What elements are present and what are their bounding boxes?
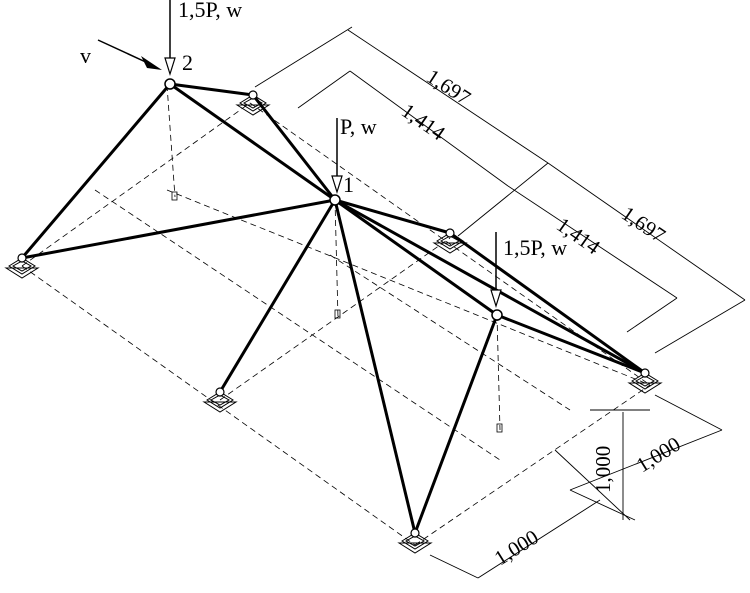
dim-line: [349, 70, 509, 187]
dim-line: [507, 185, 678, 299]
member-2-1: [168, 82, 337, 202]
dim-label-bottom-right: 1,000: [632, 432, 685, 477]
support-pin: [432, 232, 468, 254]
dim-ext-line: [429, 554, 479, 579]
member-3-f: [495, 313, 647, 375]
member-3-d: [413, 313, 499, 535]
dim-ext-line: [297, 70, 351, 109]
arrowhead: [164, 57, 176, 77]
support-pin: [202, 391, 238, 413]
dim-label-height: 1,000: [591, 446, 615, 493]
load-label-node-1: P, w: [340, 114, 377, 139]
support-pin: [627, 372, 663, 394]
dim-line: [569, 429, 723, 491]
joint-node-1: [329, 194, 341, 206]
support-pin: [235, 94, 271, 116]
joints: [17, 78, 650, 538]
arrowhead: [490, 289, 502, 309]
load-label-horizontal: v: [80, 43, 91, 68]
plumb-line: [496, 314, 501, 431]
joint: [445, 228, 455, 238]
dim-line: [547, 162, 746, 301]
arrowhead: [331, 175, 343, 195]
dim-ext-line: [457, 162, 549, 237]
member-2-a: [168, 82, 255, 97]
dim-ext-line: [554, 449, 631, 521]
grid-line: [166, 189, 651, 386]
base-grid: [21, 84, 651, 546]
member-1-3: [333, 198, 499, 317]
dim-ext-line: [254, 26, 353, 88]
joint: [17, 253, 27, 263]
joint: [410, 528, 420, 538]
plumb-marker: [334, 309, 341, 319]
member-1-d: [333, 198, 417, 535]
load-label-node-2: 1,5P, w: [178, 0, 242, 22]
dim-label-outer-top: 1,697: [422, 64, 475, 110]
load-arrows: [97, 0, 502, 309]
load-arrow-horizontal: [97, 39, 151, 65]
grid-line: [94, 189, 501, 461]
dim-label-bottom: 1,000: [490, 525, 543, 570]
joint: [640, 368, 650, 378]
load-label-node-3: 1,5P, w: [503, 235, 567, 260]
grid-line: [249, 102, 651, 386]
dim-label-outer-right: 1,697: [617, 201, 670, 247]
node-label-1: 1: [343, 172, 354, 197]
dim-ext-line: [654, 299, 746, 354]
support-pin: [4, 257, 40, 279]
member-b-1: [20, 198, 337, 260]
support-pin: [397, 532, 433, 554]
dim-line: [477, 499, 601, 579]
joint: [248, 90, 258, 100]
grid-line: [21, 265, 416, 546]
grid-line: [21, 102, 251, 267]
dim-ext-line: [569, 489, 636, 521]
plumb-marker: [171, 191, 178, 201]
member-a-1: [251, 93, 337, 202]
member-1-e: [333, 198, 452, 235]
joint-node-2: [164, 78, 176, 90]
arrowhead: [141, 56, 162, 70]
member-2-b: [20, 82, 172, 260]
dim-line: [654, 394, 723, 431]
member-e-f: [448, 231, 647, 375]
dim-ext-line: [626, 297, 678, 333]
member-1-c: [218, 198, 337, 394]
grid-line: [329, 254, 571, 411]
grid-line: [219, 237, 451, 401]
dim-line: [347, 29, 549, 164]
truss-members: [20, 82, 647, 535]
supports: [4, 94, 663, 554]
plumb-marker: [496, 423, 503, 433]
plumb-line: [166, 84, 176, 198]
member-1-f: [333, 198, 647, 375]
dimension-lines: [254, 26, 746, 579]
node-label-2: 2: [182, 50, 193, 75]
grid-line: [414, 384, 651, 546]
joint: [215, 387, 225, 397]
joint-node-3: [491, 309, 503, 321]
